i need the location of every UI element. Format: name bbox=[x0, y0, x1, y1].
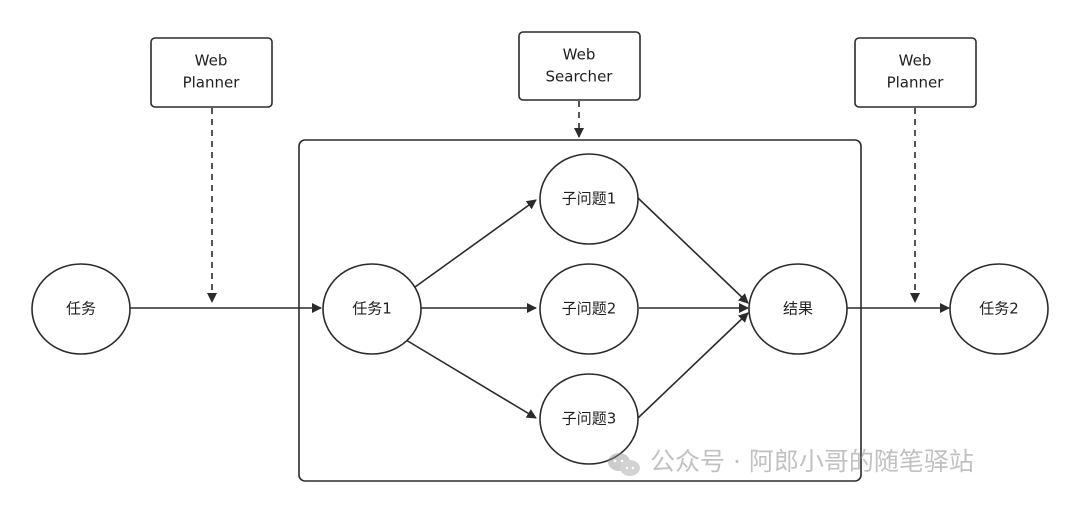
edge-task1-to-sub1 bbox=[414, 199, 537, 288]
subquestion1-label: 子问题1 bbox=[562, 190, 617, 208]
task2-label: 任务2 bbox=[979, 300, 1019, 318]
web-searcher-box bbox=[518, 31, 641, 101]
web-planner-right-line2: Planner bbox=[887, 74, 945, 92]
watermark-text: 公众号 · 阿郎小哥的随笔驿站 bbox=[650, 447, 974, 476]
task-node: 任务 bbox=[31, 263, 131, 355]
web-planner-left-line2: Planner bbox=[183, 74, 241, 92]
subquestion1-ellipse bbox=[539, 153, 639, 245]
web-planner-right-box bbox=[854, 37, 977, 108]
task-label: 任务 bbox=[66, 300, 96, 318]
task-ellipse bbox=[31, 263, 131, 355]
search-container-frame bbox=[298, 139, 862, 482]
result-ellipse bbox=[748, 263, 848, 355]
web-searcher-line1: Web bbox=[563, 46, 596, 64]
task1-ellipse bbox=[322, 263, 422, 355]
edge-sub3-to-result bbox=[637, 312, 749, 419]
subquestion2-node: 子问题2 bbox=[539, 263, 639, 355]
task1-node: 任务1 bbox=[322, 263, 422, 355]
web-planner-left-node: Web Planner bbox=[150, 37, 273, 108]
watermark: 公众号 · 阿郎小哥的随笔驿站 bbox=[608, 447, 974, 476]
edge-sub1-to-result bbox=[637, 197, 749, 304]
subquestion3-node: 子问题3 bbox=[539, 373, 639, 465]
web-searcher-node: Web Searcher bbox=[518, 31, 641, 101]
web-planner-left-box bbox=[150, 37, 273, 108]
subquestion1-node: 子问题1 bbox=[539, 153, 639, 245]
subquestion2-label: 子问题2 bbox=[562, 300, 617, 318]
wechat-icon bbox=[608, 453, 640, 476]
task1-label: 任务1 bbox=[352, 300, 392, 318]
result-node: 结果 bbox=[748, 263, 848, 355]
result-label: 结果 bbox=[783, 300, 813, 318]
subquestion2-ellipse bbox=[539, 263, 639, 355]
edge-task1-to-sub3 bbox=[405, 339, 537, 419]
subquestion3-ellipse bbox=[539, 373, 639, 465]
web-planner-left-line1: Web bbox=[195, 52, 228, 70]
subquestion3-label: 子问题3 bbox=[562, 410, 617, 428]
web-planner-right-line1: Web bbox=[899, 52, 932, 70]
web-planner-right-node: Web Planner bbox=[854, 37, 977, 108]
task2-node: 任务2 bbox=[949, 263, 1049, 355]
task2-ellipse bbox=[949, 263, 1049, 355]
web-searcher-line2: Searcher bbox=[546, 68, 614, 86]
